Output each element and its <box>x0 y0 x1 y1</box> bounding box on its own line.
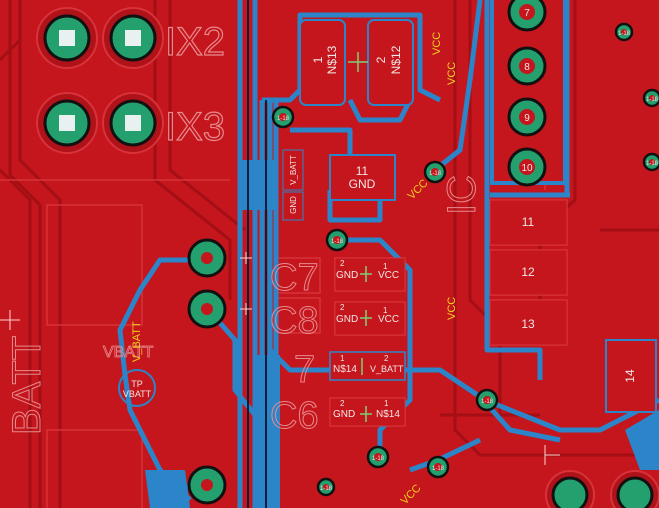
header-pad-8[interactable]: 8 <box>507 46 547 86</box>
bottom-copper-thin <box>247 0 267 508</box>
svg-text:2: 2 <box>384 354 389 363</box>
svg-text:1-18: 1-18 <box>331 239 344 245</box>
silk-x2-label: IX2 <box>165 20 225 64</box>
via-labels: 1-18 1-18 1-18 1-18 1-18 1-18 1-18 1-18 … <box>277 31 659 492</box>
silk-c7: C7 <box>270 257 319 299</box>
svg-text:2: 2 <box>374 56 388 63</box>
header-x3-pad-2[interactable] <box>102 92 164 154</box>
svg-text:1-18: 1-18 <box>646 161 659 167</box>
svg-text:V_BATT: V_BATT <box>370 364 404 374</box>
smd-pad-13[interactable]: 13 <box>489 299 568 346</box>
svg-text:V_BATT: V_BATT <box>289 155 298 185</box>
svg-text:2: 2 <box>340 303 345 312</box>
silk-c6: C6 <box>270 395 319 437</box>
header-pad-9[interactable]: 9 <box>507 97 547 137</box>
header-x3-pad-1[interactable] <box>36 92 98 154</box>
batt-plus-markers <box>240 252 252 315</box>
svg-text:1-18: 1-18 <box>372 456 385 462</box>
crystal-pad-n13[interactable]: 1 N$13 <box>299 19 346 106</box>
header-x2-pad-2[interactable] <box>102 7 164 69</box>
svg-text:12: 12 <box>521 265 535 279</box>
svg-text:1-18: 1-18 <box>432 466 445 472</box>
svg-text:N$12: N$12 <box>389 45 403 74</box>
silk-vbatt-left: VBATT <box>103 344 154 361</box>
svg-text:14: 14 <box>623 369 637 383</box>
svg-text:GND: GND <box>289 196 298 214</box>
svg-text:V_BATT: V_BATT <box>131 321 143 362</box>
header-x2-pad-1[interactable] <box>36 7 98 69</box>
silk-ic: IC <box>440 175 484 215</box>
svg-text:VCC: VCC <box>446 62 458 85</box>
svg-text:1: 1 <box>384 399 389 408</box>
resistor-r7-pads[interactable]: 1 N$14 2 V_BATT <box>329 351 406 381</box>
silk-c8: C8 <box>270 300 319 342</box>
svg-text:11: 11 <box>522 215 535 229</box>
svg-text:GND: GND <box>349 177 376 191</box>
cap-c8-pads[interactable]: 2 GND 1 VCC <box>334 301 406 336</box>
svg-text:7: 7 <box>524 8 530 19</box>
testpoint-vbatt[interactable]: TP VBATT <box>118 369 156 407</box>
svg-text:N$14: N$14 <box>376 409 400 420</box>
svg-text:1: 1 <box>311 56 325 63</box>
svg-text:13: 13 <box>521 317 535 331</box>
smd-pad-12[interactable]: 12 <box>489 249 568 296</box>
silk-lines <box>0 310 560 465</box>
svg-text:1-18: 1-18 <box>618 31 631 37</box>
cap-c6-pads[interactable]: 2 GND 1 N$14 <box>329 397 406 427</box>
smd-pad-11[interactable]: 11 <box>489 199 568 246</box>
svg-text:9: 9 <box>524 113 530 124</box>
svg-text:1-18: 1-18 <box>429 171 442 177</box>
svg-text:1-18: 1-18 <box>646 97 659 103</box>
svg-text:GND: GND <box>333 409 355 420</box>
svg-text:1: 1 <box>383 262 388 271</box>
svg-text:VCC: VCC <box>378 314 399 325</box>
svg-text:GND: GND <box>336 314 358 325</box>
svg-text:N$13: N$13 <box>325 45 339 74</box>
crystal-pad-n12[interactable]: 2 N$12 <box>367 19 414 106</box>
svg-text:1-18: 1-18 <box>277 116 290 122</box>
svg-text:1: 1 <box>340 354 345 363</box>
svg-text:8: 8 <box>524 62 530 73</box>
svg-text:VCC: VCC <box>446 297 458 320</box>
svg-text:VCC: VCC <box>378 270 399 281</box>
svg-text:TP: TP <box>131 379 143 389</box>
smd-pad-14[interactable]: 14 <box>605 339 657 413</box>
batt-pad-2[interactable] <box>187 289 227 329</box>
svg-text:2: 2 <box>340 259 345 268</box>
header-pad-10[interactable]: 10 <box>507 147 547 187</box>
header-pad-7[interactable]: 7 <box>507 0 547 32</box>
svg-text:2: 2 <box>340 399 345 408</box>
svg-text:11: 11 <box>356 164 369 178</box>
svg-text:VCC: VCC <box>431 32 443 55</box>
svg-text:N$14: N$14 <box>333 364 357 375</box>
resistor-pads-vbatt[interactable]: V_BATT GND <box>282 149 304 221</box>
silk-r7: 7 <box>294 349 315 391</box>
svg-text:GND: GND <box>336 270 358 281</box>
svg-text:VBATT: VBATT <box>123 389 152 399</box>
cap-c7-pads[interactable]: 2 GND 1 VCC <box>334 257 406 292</box>
batt-pad-1[interactable] <box>187 238 227 278</box>
bottom-right-pad-1[interactable] <box>545 470 595 508</box>
svg-text:1-18: 1-18 <box>320 486 333 492</box>
silk-x3-label: IX3 <box>165 105 225 149</box>
batt-pad-3[interactable] <box>187 465 227 505</box>
silk-batt: BATT <box>5 336 49 435</box>
vias-inner <box>279 29 655 490</box>
ic-gnd-pad[interactable]: 11 GND <box>329 154 396 201</box>
svg-text:10: 10 <box>521 163 533 174</box>
svg-text:1-18: 1-18 <box>481 399 494 405</box>
bottom-right-pad-2[interactable] <box>610 470 659 508</box>
svg-text:1: 1 <box>383 306 388 315</box>
crystal-center-mark <box>348 52 368 72</box>
bottom-copper-fills <box>145 160 659 508</box>
